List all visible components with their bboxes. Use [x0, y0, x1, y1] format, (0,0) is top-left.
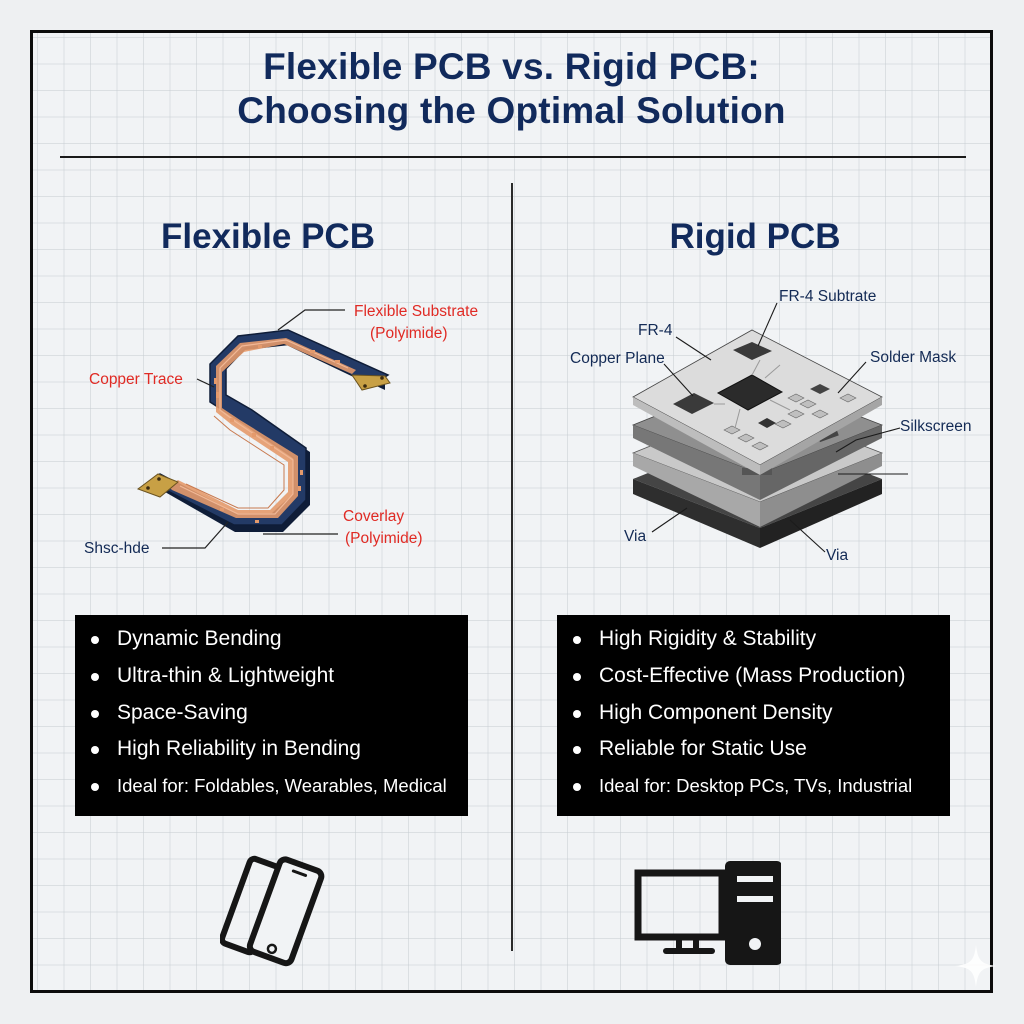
main-chip [716, 374, 784, 411]
label-flexible-substrate-material: (Polyimide) [370, 325, 448, 342]
solder-mask-chip [810, 384, 830, 394]
smartphones-icon [220, 855, 325, 967]
leader-line [162, 521, 229, 549]
feature-item: Ultra-thin & Lightweight [75, 658, 468, 695]
desktop-computer-icon [634, 861, 781, 965]
feature-item: Space-Saving [75, 695, 468, 732]
leader-lines [651, 302, 908, 553]
leader-line [196, 378, 215, 388]
label-coverlay-material: (Polyimide) [345, 530, 423, 547]
leader-line [277, 309, 345, 331]
feature-item: Ideal for: Desktop PCs, TVs, Industrial [557, 768, 950, 805]
layer-second [631, 375, 884, 475]
column-divider [511, 183, 513, 951]
label-shsc-hde: Shsc-hde [84, 540, 149, 557]
feature-item: Ideal for: Foldables, Wearables, Medical [75, 768, 468, 805]
flex-substrate [137, 329, 390, 526]
layer-top-fr4 [632, 329, 883, 466]
copper-plane-block [673, 393, 714, 414]
feature-item: Cost-Effective (Mass Production) [557, 658, 950, 695]
label-via-left: Via [624, 528, 647, 545]
flex-pad-dots [214, 345, 340, 523]
rigid-feature-list: High Rigidity & Stability Cost-Effective… [557, 621, 950, 805]
chip-top [733, 342, 772, 360]
feature-item: High Component Density [557, 695, 950, 732]
label-copper-trace: Copper Trace [89, 371, 183, 388]
label-coverlay: Coverlay [343, 508, 404, 525]
title-line-2: Choosing the Optimal Solution [237, 90, 786, 131]
rigid-heading: Rigid PCB [669, 217, 841, 256]
label-copper-plane: Copper Plane [570, 350, 665, 367]
copper-trace-line [179, 339, 349, 515]
flexible-heading: Flexible PCB [161, 217, 375, 256]
label-fr4-substrate: FR-4 Subtrate [779, 288, 876, 305]
title-line-1: Flexible PCB vs. Rigid PCB: [263, 46, 760, 87]
title-divider [60, 156, 966, 158]
page-title: Flexible PCB vs. Rigid PCB: Choosing the… [33, 45, 990, 133]
rigid-features-box: High Rigidity & Stability Cost-Effective… [557, 615, 950, 816]
feature-item: High Rigidity & Stability [557, 621, 950, 658]
feature-item: High Reliability in Bending [75, 731, 468, 768]
rigid-pcb-illustration: FR-4 Subtrate FR-4 Copper Plane Solder M… [570, 288, 972, 564]
label-solder-mask: Solder Mask [870, 349, 956, 366]
feature-item: Dynamic Bending [75, 621, 468, 658]
layer-bottom [633, 430, 882, 528]
infographic-frame: Flexible PCB vs. Rigid PCB: Choosing the… [30, 30, 993, 993]
gold-pad-left [136, 473, 179, 498]
flexible-pcb-illustration: Flexible Substrate (Polyimide) Copper Tr… [84, 303, 478, 557]
flexible-features-box: Dynamic Bending Ultra-thin & Lightweight… [75, 615, 468, 816]
smd-pads [723, 393, 857, 451]
gold-pad-right [351, 374, 391, 391]
label-fr4: FR-4 [638, 322, 673, 339]
layer-third [631, 403, 884, 503]
flexible-feature-list: Dynamic Bending Ultra-thin & Lightweight… [75, 621, 468, 805]
copper-trace-band [168, 338, 356, 518]
label-via-right: Via [826, 547, 849, 564]
feature-item: Reliable for Static Use [557, 731, 950, 768]
label-silkscreen: Silkscreen [900, 418, 972, 435]
label-flexible-substrate: Flexible Substrate [354, 303, 478, 320]
flex-board-edge [145, 335, 385, 532]
copper-trace-line [185, 415, 285, 509]
sparkle-icon [955, 945, 997, 987]
